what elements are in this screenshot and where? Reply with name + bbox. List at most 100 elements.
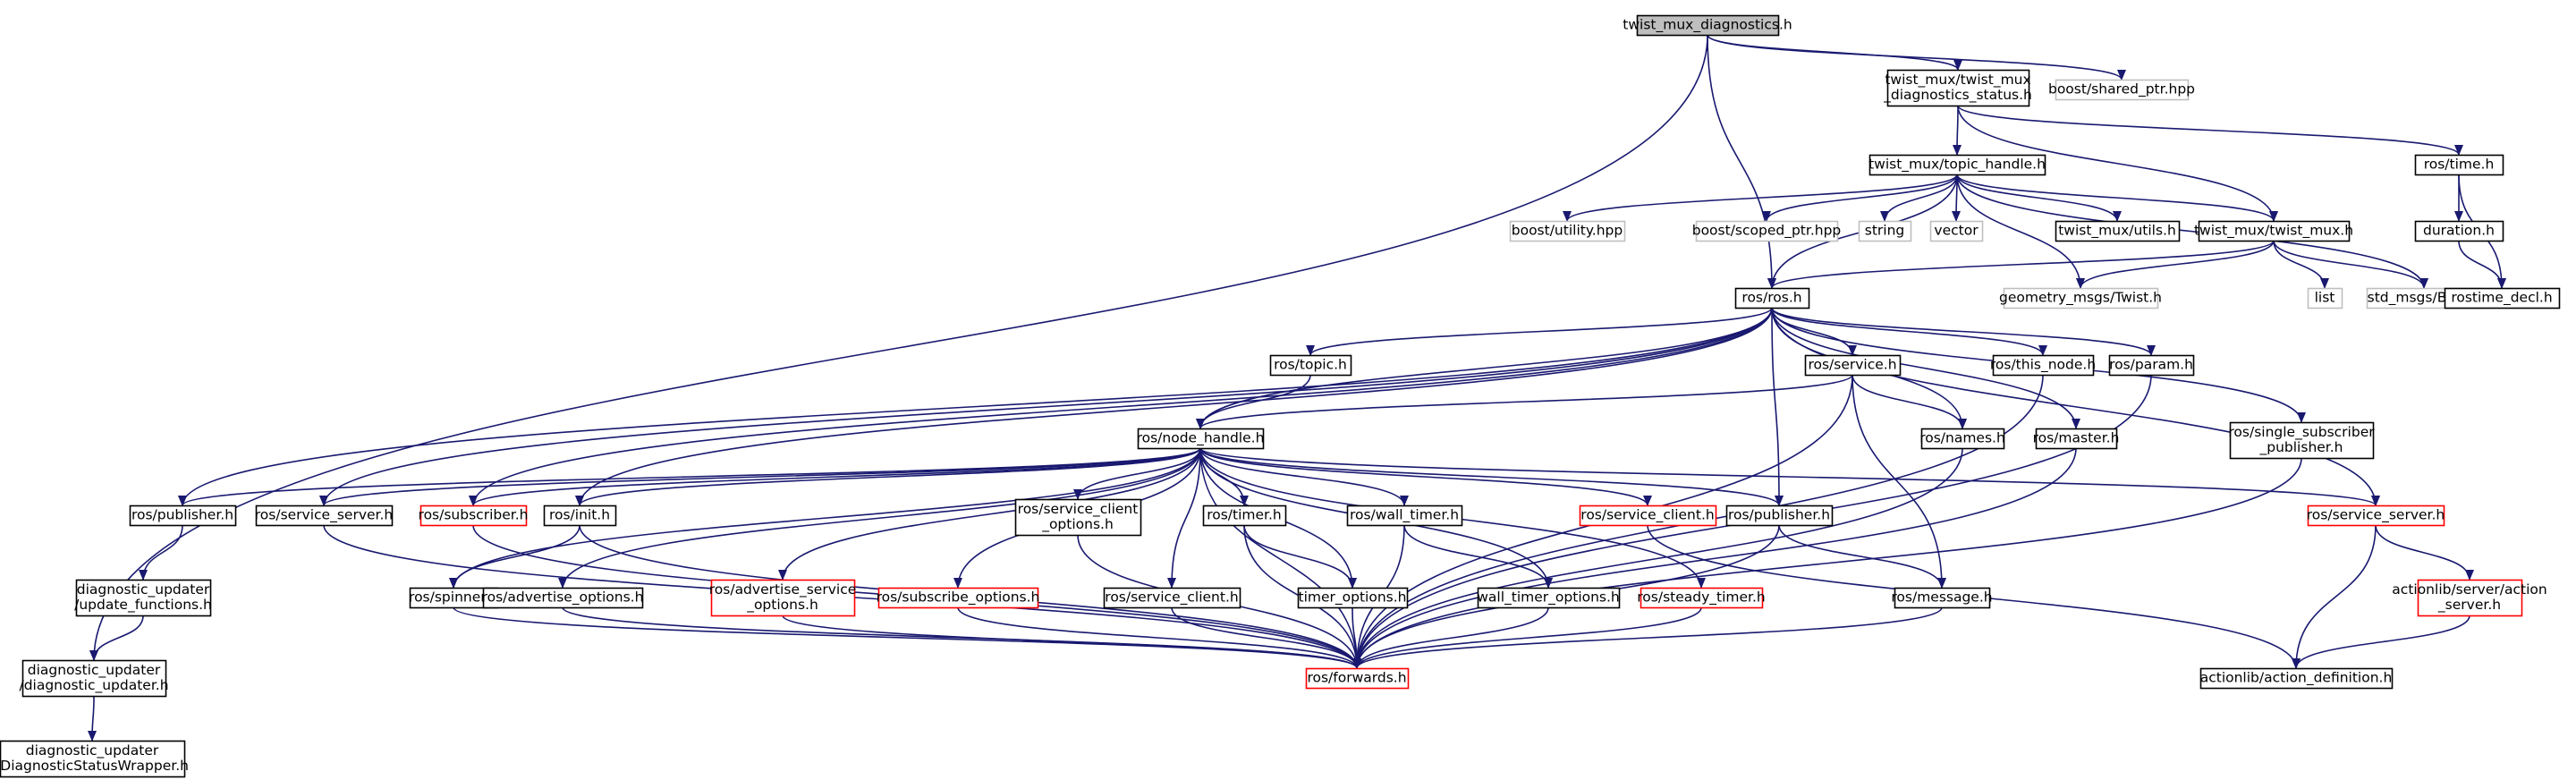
node-ros-h[interactable]: ros/ros.h bbox=[1734, 287, 1810, 309]
node-label: ros/single_subscriber bbox=[2228, 424, 2375, 441]
node-label: _diagnostics_status.h bbox=[1883, 87, 2032, 104]
node-wall-timer[interactable]: ros/wall_timer.h bbox=[1346, 504, 1463, 527]
node-box bbox=[2414, 154, 2504, 176]
node-box bbox=[1297, 587, 1409, 609]
node-box bbox=[2055, 220, 2181, 242]
node-service-server-r[interactable]: ros/service_server.h bbox=[2307, 504, 2445, 527]
node-service-server-l[interactable]: ros/service_server.h bbox=[255, 504, 394, 527]
node-label: /DiagnosticStatusWrapper.h bbox=[0, 758, 189, 774]
node-message[interactable]: ros/message.h bbox=[1891, 587, 1993, 609]
node-label: twist_mux/topic_handle.h bbox=[1868, 157, 2046, 174]
node-svc-client-opts[interactable]: ros/service_client_options.h bbox=[1014, 498, 1142, 537]
node-label: twist_mux/twist_mux.h bbox=[2194, 223, 2353, 240]
edge-ros-h-to-subscriber bbox=[469, 307, 1773, 506]
node-subscribe-options[interactable]: ros/subscribe_options.h bbox=[877, 587, 1040, 609]
edge-root-to-shared-ptr bbox=[1707, 34, 2126, 81]
node-utils[interactable]: twist_mux/utils.h bbox=[2055, 220, 2181, 242]
node-label: twist_mux_diagnostics.h bbox=[1623, 17, 1792, 34]
edge-subscribe-options-to-forwards bbox=[957, 606, 1361, 669]
node-service-client-m[interactable]: ros/service_client.h bbox=[1103, 587, 1241, 609]
nodes-layer: twist_mux_diagnostics.h twist_mux/twist_m… bbox=[0, 14, 2561, 778]
node-twist-mux[interactable]: twist_mux/twist_mux.h bbox=[2194, 220, 2353, 242]
edge-node-handle-to-adv-service-opts bbox=[778, 447, 1201, 581]
node-steady-timer[interactable]: ros/steady_timer.h bbox=[1637, 587, 1766, 609]
node-action-server[interactable]: actionlib/server/action_server.h bbox=[2392, 579, 2547, 617]
node-publisher-l[interactable]: ros/publisher.h bbox=[129, 504, 237, 527]
node-action-def[interactable]: actionlib/action_definition.h bbox=[2199, 667, 2394, 690]
node-status[interactable]: twist_mux/twist_mux_diagnostics_status.h bbox=[1883, 69, 2032, 107]
node-forwards[interactable]: ros/forwards.h bbox=[1305, 667, 1410, 690]
node-update-functions[interactable]: diagnostic_updater/update_functions.h bbox=[74, 579, 212, 617]
edge-node-handle-to-service-client-m bbox=[1167, 447, 1201, 589]
node-topic-handle[interactable]: twist_mux/topic_handle.h bbox=[1868, 154, 2046, 176]
node-label: twist_mux/utils.h bbox=[2058, 223, 2176, 240]
edge-service-server-r-to-action-def bbox=[2292, 524, 2377, 669]
node-label: diagnostic_updater bbox=[28, 662, 161, 679]
edge-adv-service-opts-to-forwards bbox=[782, 615, 1361, 669]
node-this-node[interactable]: ros/this_node.h bbox=[1990, 354, 2096, 377]
node-box bbox=[2307, 287, 2343, 309]
node-label: ros/param.h bbox=[2109, 357, 2193, 373]
edge-node-handle-to-subscriber bbox=[469, 447, 1201, 506]
edge-status-to-topic-handle bbox=[1953, 105, 1962, 156]
node-box bbox=[1636, 14, 1780, 37]
node-label: boost/scoped_ptr.hpp bbox=[1692, 223, 1842, 240]
node-names[interactable]: ros/names.h bbox=[1919, 428, 2005, 450]
edge-spinner-to-forwards bbox=[453, 606, 1361, 669]
node-param[interactable]: ros/param.h bbox=[2108, 354, 2195, 377]
node-label: ros/timer.h bbox=[1207, 507, 1282, 523]
edge-service-to-names bbox=[1852, 374, 1967, 429]
node-service-client-r[interactable]: ros/service_client.h bbox=[1579, 504, 1717, 527]
node-topic[interactable]: ros/topic.h bbox=[1269, 354, 1352, 377]
node-wall-timer-options[interactable]: wall_timer_options.h bbox=[1477, 587, 1621, 609]
node-box bbox=[1858, 220, 1912, 242]
edge-master-to-forwards bbox=[1352, 447, 2077, 669]
node-label: geometry_msgs/Twist.h bbox=[1999, 290, 2162, 307]
node-subscriber[interactable]: ros/subscriber.h bbox=[419, 504, 529, 527]
node-rostime-decl[interactable]: rostime_decl.h bbox=[2444, 287, 2561, 309]
edge-names-to-forwards bbox=[1352, 447, 1963, 669]
edge-node-handle-to-service-server-r bbox=[1199, 447, 2380, 506]
edge-topic-handle-to-bool bbox=[1956, 174, 2428, 289]
node-label: diagnostic_updater bbox=[26, 742, 159, 759]
node-single-sub[interactable]: ros/single_subscriber_publisher.h bbox=[2228, 421, 2375, 460]
node-publisher-r[interactable]: ros/publisher.h bbox=[1725, 504, 1834, 527]
edge-topic-to-node-handle bbox=[1196, 374, 1311, 429]
node-status-wrapper[interactable]: diagnostic_updater/DiagnosticStatusWrapp… bbox=[0, 740, 189, 778]
edge-node-handle-to-forwards bbox=[1199, 447, 1361, 669]
edge-single-sub-to-forwards bbox=[1352, 457, 2302, 669]
node-label: ros/publisher.h bbox=[1728, 507, 1830, 523]
edge-diag-updater-to-status-wrapper bbox=[88, 695, 97, 742]
node-node-handle[interactable]: ros/node_handle.h bbox=[1137, 428, 1265, 450]
node-init[interactable]: ros/init.h bbox=[543, 504, 617, 527]
node-spinner[interactable]: ros/spinner.h bbox=[409, 587, 499, 609]
edge-ros-h-to-service-server-l bbox=[319, 307, 1773, 506]
node-box bbox=[877, 587, 1039, 609]
edge-topic-handle-to-scoped-ptr bbox=[1762, 174, 1958, 222]
node-label: ros/wall_timer.h bbox=[1350, 507, 1459, 524]
node-root[interactable]: twist_mux_diagnostics.h bbox=[1623, 14, 1792, 37]
node-box bbox=[1346, 504, 1463, 527]
node-timer-options[interactable]: timer_options.h bbox=[1297, 587, 1409, 609]
node-label: ros/service_client.h bbox=[1580, 507, 1714, 524]
node-label: /update_functions.h bbox=[74, 597, 212, 614]
node-box bbox=[1579, 504, 1717, 527]
node-box bbox=[1477, 587, 1621, 609]
edge-topic-handle-to-twist-mux bbox=[1956, 174, 2278, 222]
node-label: ros/node_handle.h bbox=[1137, 430, 1265, 447]
node-diag-updater[interactable]: diagnostic_updater/diagnostic_updater.h bbox=[19, 659, 169, 698]
node-duration[interactable]: duration.h bbox=[2414, 220, 2504, 242]
node-label: diagnostic_updater bbox=[77, 581, 210, 598]
node-timer[interactable]: ros/timer.h bbox=[1202, 504, 1287, 527]
edge-node-handle-to-spinner bbox=[449, 447, 1201, 589]
edge-ros-h-to-publisher-l bbox=[178, 307, 1773, 506]
node-advertise-options[interactable]: ros/advertise_options.h bbox=[482, 587, 644, 609]
node-box bbox=[21, 659, 167, 698]
node-service[interactable]: ros/service.h bbox=[1804, 354, 1902, 377]
node-ros-time[interactable]: ros/time.h bbox=[2414, 154, 2504, 176]
node-master[interactable]: ros/master.h bbox=[2033, 428, 2120, 450]
edge-ros-h-to-topic bbox=[1306, 307, 1773, 356]
edge-service-to-node-handle bbox=[1196, 374, 1853, 429]
node-adv-service-opts[interactable]: ros/advertise_service_options.h bbox=[709, 579, 857, 617]
node-box bbox=[2198, 220, 2351, 242]
